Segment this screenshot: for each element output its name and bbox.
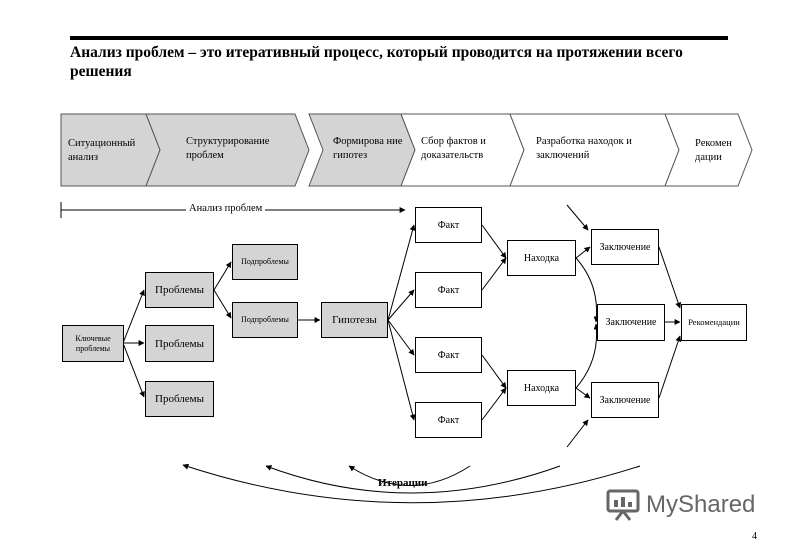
node-fact-4: Факт — [415, 402, 482, 438]
node-subproblems-2: Подпроблемы — [232, 302, 298, 338]
node-conclusion-3: Заключение — [591, 382, 659, 418]
stage-chevron-6 — [664, 113, 753, 187]
node-recommendations: Рекомендации — [681, 304, 747, 341]
slide-title: Анализ проблем – это итеративный процесс… — [70, 44, 683, 80]
stage-label-findings: Разработка находок и заключений — [536, 136, 632, 161]
node-key-problems: Ключевые проблемы — [62, 325, 124, 362]
node-finding-2: Находка — [507, 370, 576, 406]
node-fact-2: Факт — [415, 272, 482, 308]
title-rule — [70, 36, 728, 40]
node-conclusion-1: Заключение — [591, 229, 659, 265]
iteration-arc-1 — [182, 463, 641, 504]
node-problems-3: Проблемы — [145, 381, 214, 417]
node-hypotheses: Гипотезы — [321, 302, 388, 338]
iterations-label: Итерации — [378, 477, 428, 489]
stage-label-fact-gathering: Сбор фактов и доказательств — [421, 136, 486, 161]
page-number: 4 — [752, 531, 757, 542]
node-finding-1: Находка — [507, 240, 576, 276]
node-conclusion-2: Заключение — [597, 304, 665, 341]
stage-chevron-2 — [145, 113, 310, 187]
presentation-board-icon — [606, 489, 640, 521]
watermark-text: MyShared — [646, 491, 756, 518]
node-problems-2: Проблемы — [145, 325, 214, 362]
stage-label-structuring: Структурирование проблем — [186, 136, 270, 161]
stage-label-situational-analysis: Ситуационный анализ — [68, 138, 136, 163]
node-problems-1: Проблемы — [145, 272, 214, 308]
node-fact-1: Факт — [415, 207, 482, 243]
watermark: MyShared — [606, 489, 755, 521]
iteration-arc-3 — [348, 465, 471, 486]
node-fact-3: Факт — [415, 337, 482, 373]
iteration-arc-2 — [265, 465, 561, 494]
stage-label-hypotheses: Формирова ние гипотез — [333, 136, 403, 161]
stage-label-recommendations: Рекомен дации — [695, 138, 732, 163]
range-label: Анализ проблем — [186, 203, 266, 214]
node-subproblems-1: Подпроблемы — [232, 244, 298, 280]
